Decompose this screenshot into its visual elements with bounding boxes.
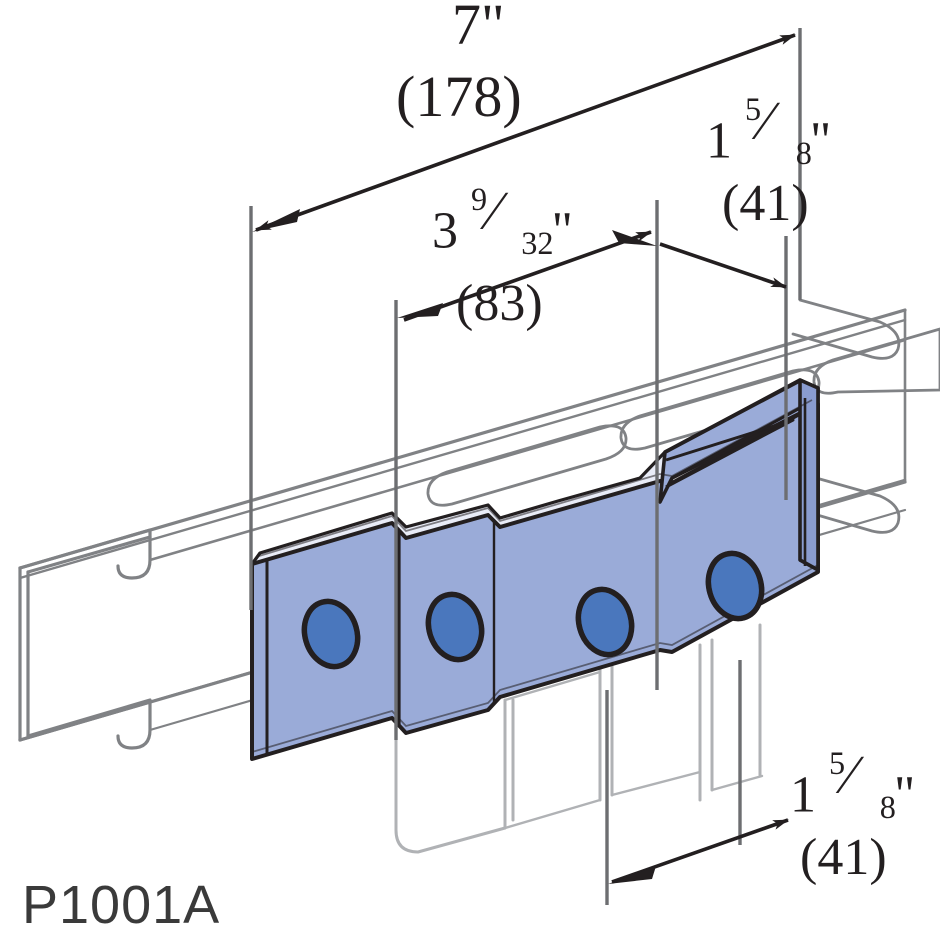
arrowhead-bend-left	[397, 303, 443, 318]
arrowhead-end-left	[612, 230, 657, 246]
fraction-five-eighths: 5⁄8	[829, 747, 896, 824]
inch-mark: "	[481, 0, 505, 57]
channel-slot-right-lower	[788, 470, 901, 534]
bracket-hole-group	[301, 550, 765, 670]
bracket-front-face	[250, 402, 820, 761]
inch-mark: "	[810, 112, 832, 170]
inch-mark: "	[894, 766, 916, 824]
arrowhead-bottom-left	[608, 866, 656, 884]
bracket-flange-fold	[665, 379, 801, 489]
bracket-hole	[575, 586, 635, 658]
channel-slot-right-upper	[791, 298, 901, 360]
dimension-value-overall: 7	[452, 0, 481, 57]
fraction-slash: ⁄	[845, 743, 855, 805]
fraction-five-eighths: 5⁄8	[745, 93, 812, 170]
fraction-numerator: 5	[829, 745, 846, 782]
channel-slot-group-right	[788, 298, 901, 534]
dimension-line-end-spacing	[659, 242, 787, 289]
dimension-label-bottom-metric: (41)	[800, 829, 887, 886]
extension-line-group	[249, 28, 802, 905]
dimension-whole-bend: 3	[432, 202, 458, 260]
fraction-numerator: 5	[745, 91, 762, 128]
fraction-slash: ⁄	[489, 179, 499, 241]
fraction-numerator: 9	[471, 181, 488, 218]
dimension-label-bottom-imperial: 1 5⁄8"	[790, 747, 916, 824]
bracket-hole	[705, 550, 765, 622]
dimension-line-overall	[255, 33, 796, 232]
fraction-nine-thirtyseconds: 9⁄32	[471, 183, 554, 260]
dimension-whole-end: 1	[706, 112, 732, 170]
bracket-hole	[301, 598, 361, 670]
dimension-label-end-metric: (41)	[722, 175, 809, 232]
bracket-body	[250, 378, 820, 761]
bracket-upper-flange-face	[798, 378, 820, 572]
bracket-hole	[425, 591, 485, 663]
inch-mark: "	[551, 202, 573, 260]
channel-slot	[812, 327, 940, 395]
dimension-label-overall-metric: (178)	[396, 64, 522, 129]
arrowhead-overall-left	[252, 209, 300, 232]
fraction-denominator: 32	[521, 225, 554, 262]
dimension-line-bend-offset	[403, 230, 652, 322]
fraction-denominator: 8	[879, 789, 896, 826]
part-number-label: P1001A	[22, 875, 221, 935]
arrowhead-group	[252, 209, 657, 884]
dimension-label-end-imperial: 1 5⁄8"	[706, 93, 832, 170]
fraction-slash: ⁄	[761, 89, 771, 151]
dimension-label-bend-metric: (83)	[456, 275, 543, 332]
dimension-label-bend-imperial: 3 9⁄32"	[432, 183, 573, 260]
dimension-whole-bottom: 1	[790, 766, 816, 824]
fraction-denominator: 8	[795, 135, 812, 172]
dimension-line-group	[255, 33, 796, 884]
dimension-label-overall-imperial: 7"	[452, 0, 505, 54]
